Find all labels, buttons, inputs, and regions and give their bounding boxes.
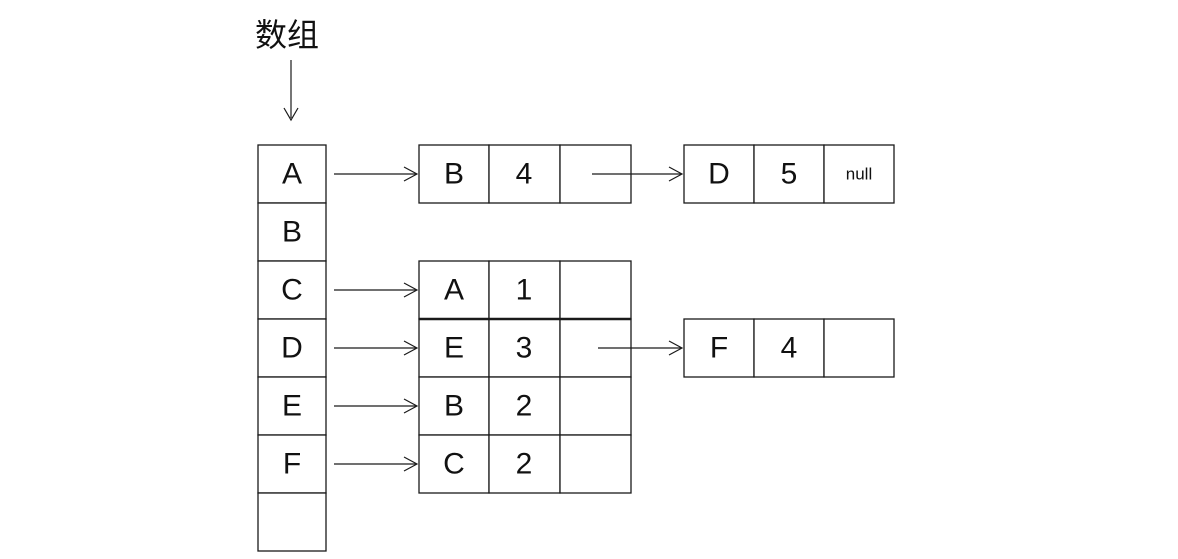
array-cell-4 bbox=[257, 376, 327, 436]
node-vertex: F bbox=[710, 332, 728, 365]
array-label-3: D bbox=[281, 332, 303, 365]
node-weight: 1 bbox=[516, 274, 533, 307]
array-column: A B C D E F bbox=[257, 144, 327, 552]
array-cell-1 bbox=[257, 202, 327, 262]
diagram-title: 数组 bbox=[255, 16, 319, 54]
arrow-e-to-b2 bbox=[334, 398, 419, 414]
array-label-1: B bbox=[282, 216, 302, 249]
array-label-0: A bbox=[282, 158, 302, 191]
array-cell-3 bbox=[257, 318, 327, 378]
node-vertex: C bbox=[443, 448, 465, 481]
arrow-f-to-c2 bbox=[334, 456, 419, 472]
list-node-b2: B 2 bbox=[418, 376, 632, 436]
title-down-arrow bbox=[283, 60, 299, 122]
list-node-f4: F 4 bbox=[683, 318, 895, 378]
array-label-5: F bbox=[283, 448, 301, 481]
node-weight: 3 bbox=[516, 332, 533, 365]
node-vertex: E bbox=[444, 332, 464, 365]
node-weight: 5 bbox=[781, 158, 798, 191]
array-to-list-arrows bbox=[334, 166, 419, 472]
list-node-c2: C 2 bbox=[418, 434, 632, 494]
node-vertex: B bbox=[444, 158, 464, 191]
node-vertex: B bbox=[444, 390, 464, 423]
arrow-b4-to-d5 bbox=[592, 166, 684, 182]
node-next-null: null bbox=[846, 165, 872, 184]
arrow-a-to-b4 bbox=[334, 166, 419, 182]
arrow-e3-to-f4 bbox=[598, 340, 684, 356]
node-weight: 4 bbox=[516, 158, 533, 191]
array-label-4: E bbox=[282, 390, 302, 423]
node-weight: 2 bbox=[516, 390, 533, 423]
array-cell-5 bbox=[257, 434, 327, 494]
array-label-2: C bbox=[281, 274, 303, 307]
node-weight: 4 bbox=[781, 332, 798, 365]
node-vertex: D bbox=[708, 158, 730, 191]
arrow-d-to-e3 bbox=[334, 340, 419, 356]
arrow-c-to-a1 bbox=[334, 282, 419, 298]
list-node-a1: A 1 bbox=[418, 260, 632, 320]
list-node-b4: B 4 bbox=[418, 144, 632, 204]
node-vertex: A bbox=[444, 274, 464, 307]
array-cell-6 bbox=[257, 492, 327, 552]
node-weight: 2 bbox=[516, 448, 533, 481]
list-node-d5: D 5 null bbox=[683, 144, 895, 204]
